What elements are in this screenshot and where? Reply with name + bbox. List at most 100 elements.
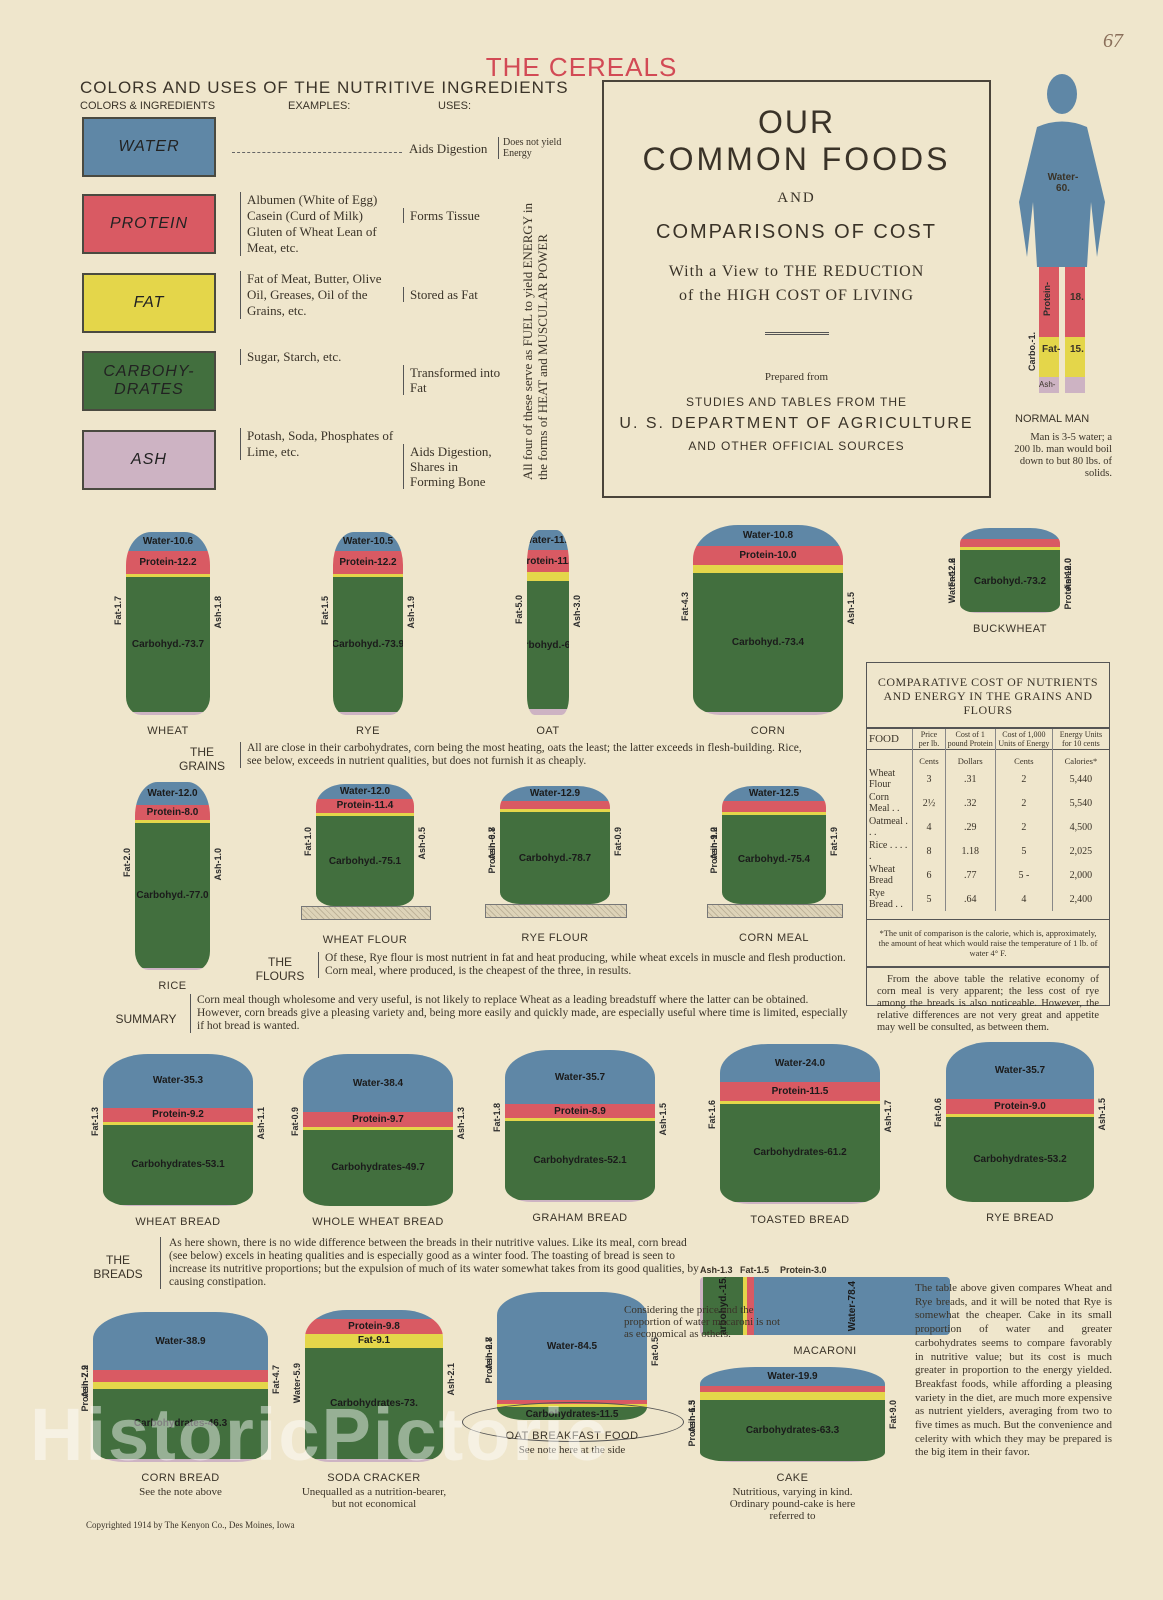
band-w <box>305 1310 443 1319</box>
legend-use: Stored as Fat <box>403 287 505 302</box>
man-fat: Fat- <box>1042 344 1061 355</box>
food-name: RYE BREAD <box>986 1212 1054 1224</box>
band-a <box>305 1458 443 1462</box>
box-sub1: With a View to THE REDUCTION <box>668 263 925 280</box>
side-label: Protein-3.0 <box>780 1265 827 1275</box>
side-label: Fat-4.7 <box>271 1364 281 1394</box>
grains-text: All are close in their carbohydrates, co… <box>240 742 807 768</box>
title-box: OUR COMMON FOODS AND COMPARISONS OF COST… <box>602 80 991 498</box>
band-a <box>135 968 210 970</box>
band-a <box>126 711 210 715</box>
legend-use: Aids Digestion <box>409 141 488 156</box>
band-c: Carbohyd.-73.9 <box>333 576 403 712</box>
table-cell: 2½ <box>912 791 946 815</box>
band-label: Water-24.0 <box>774 1057 826 1069</box>
band-c: Carbohyd.-75.1 <box>316 815 414 906</box>
side-label: Fat-9.0 <box>888 1400 898 1430</box>
side-label: Fat-1.0 <box>303 826 313 856</box>
food-name: OAT BREAKFAST FOOD <box>505 1430 639 1442</box>
band-f <box>946 1113 1094 1117</box>
legend-col-examples: EXAMPLES: <box>288 100 351 112</box>
band-f <box>135 819 210 824</box>
legend-swatch: WATER <box>82 117 216 177</box>
side-label: Fat-1.6 <box>707 1100 717 1130</box>
box-line: U. S. DEPARTMENT OF AGRICULTURE <box>619 415 974 432</box>
food-note: Nutritious, varying in kind. Ordinary po… <box>729 1486 856 1522</box>
band-c: Carbohydrates-49.7 <box>303 1130 453 1206</box>
human-figure-icon <box>1019 74 1105 393</box>
band-label: Water-12.0 <box>147 787 198 799</box>
band-label: Protein-8.0 <box>146 806 199 818</box>
table-cell: .64 <box>944 887 996 911</box>
side-label: Ash-1.5 <box>846 591 856 625</box>
side-label: Fat-0.9 <box>290 1107 300 1137</box>
side-label: Ash-0.7 <box>487 827 497 860</box>
watermark: HistoricPictoric <box>30 1393 609 1476</box>
band-label: Carbohyd.-75.4 <box>737 853 811 865</box>
band-label: Water-38.9 <box>155 1335 206 1347</box>
band-label: Protein-12.2 <box>339 556 397 568</box>
band-a <box>720 1201 880 1204</box>
side-label: Ash-1.9 <box>406 596 416 629</box>
band-p: Protein-9.7 <box>303 1112 453 1128</box>
band-a <box>693 712 843 715</box>
band-w <box>960 528 1060 539</box>
band-a <box>505 1199 655 1202</box>
legend-swatch: CARBOHY-DRATES <box>82 351 216 411</box>
table-header: Energy Units for 10 cents <box>1051 728 1109 750</box>
band-label: Fat-9.1 <box>357 1335 391 1347</box>
band-a <box>333 711 403 715</box>
table-cell: Oatmeal . . . <box>869 816 908 838</box>
band-f: Fat-9.1 <box>305 1333 443 1348</box>
table-cell: 4 <box>912 815 946 839</box>
food-name: WHEAT FLOUR <box>322 934 408 946</box>
flours-text: Of these, Rye flour is most nutrient in … <box>318 952 850 978</box>
summary-text: Corn meal though wholesome and very usef… <box>190 994 849 1033</box>
legend-examples: Albumen (White of Egg) Casein (Curd of M… <box>240 192 397 256</box>
band-f <box>93 1382 268 1390</box>
food-name: RICE <box>158 980 187 992</box>
band-a <box>527 709 569 715</box>
legend-examples: Fat of Meat, Butter, Olive Oil, Greases,… <box>240 271 397 319</box>
side-label: Ash-1.1 <box>256 1107 266 1140</box>
band-w: Water-10.8 <box>693 525 843 546</box>
band-label: Carbohyd.-73.4 <box>731 636 805 648</box>
normal-man-note: Man is 3-5 water; a 200 lb. man would bo… <box>1014 432 1112 479</box>
table-cell: Corn Meal . . <box>869 792 900 814</box>
table-cell: 5 <box>912 887 946 911</box>
food-name: WHEAT <box>147 725 189 737</box>
band-p <box>500 801 610 810</box>
food-note: See note here at the side <box>518 1444 626 1456</box>
band-f <box>527 572 569 582</box>
band-c: Carbohydrates-53.2 <box>946 1116 1094 1202</box>
box-line: AND <box>777 190 816 206</box>
band-label: Carbohyd.-75.1 <box>328 855 402 867</box>
band-label: Carbohyd.-69.2 <box>527 639 569 651</box>
band-c: Carbohyd.-69.2 <box>527 581 569 710</box>
food-diagram-buckwheat: Carbohyd.-73.2 <box>960 528 1060 613</box>
band-c: Carbohydrates-46.3 <box>93 1389 268 1459</box>
band-a <box>700 1277 704 1335</box>
side-label: Ash-1.7 <box>883 1100 893 1133</box>
band-label: Protein-9.7 <box>352 1114 404 1126</box>
band-p <box>960 538 1060 548</box>
legend-col-uses: USES: <box>438 100 472 112</box>
band-f <box>303 1127 453 1131</box>
man-protein-value: 18. <box>1070 292 1084 303</box>
food-note: Unequalled as a nutrition-bearer, but no… <box>301 1486 447 1510</box>
band-c: Carbohydrates-63.3 <box>700 1400 885 1461</box>
band-label: Protein-11.8 <box>527 555 569 567</box>
food-name: CORN BREAD <box>141 1472 220 1484</box>
band-label: Carbohydrates-61.2 <box>753 1147 847 1159</box>
side-label: Ash-1.5 <box>687 1400 697 1433</box>
breads-heading: THE BREADS <box>93 1253 143 1281</box>
board <box>707 904 843 918</box>
band-f <box>960 547 1060 551</box>
